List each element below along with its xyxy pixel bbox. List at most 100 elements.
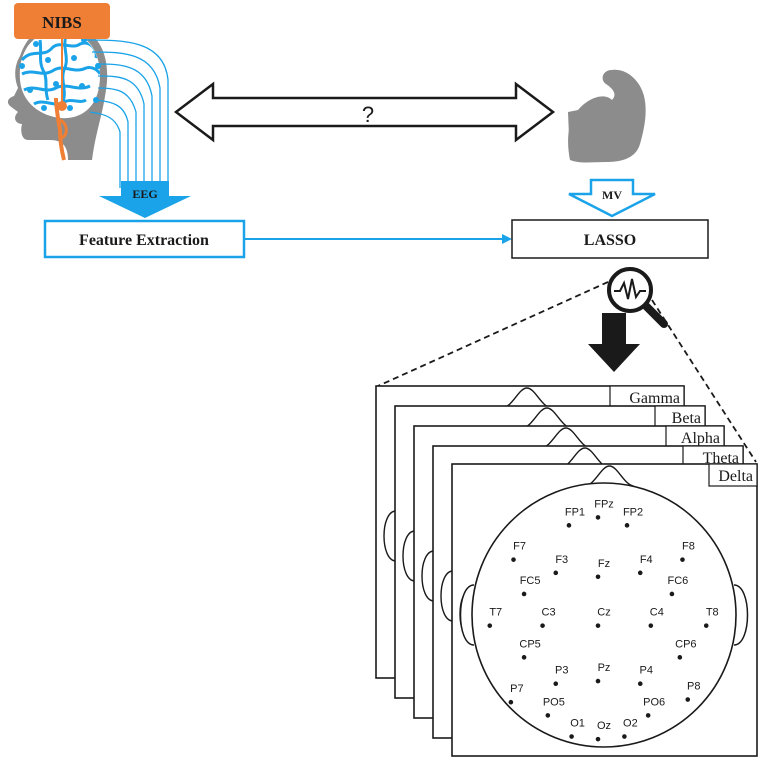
eeg-arrow: EEG	[99, 181, 191, 218]
ear-outline	[383, 510, 397, 562]
lasso-box: LASSO	[511, 219, 709, 259]
electrode: F4	[637, 554, 653, 576]
electrode: CP5	[519, 638, 541, 660]
electrode-label: FC5	[520, 575, 541, 587]
electrode-dot	[521, 591, 527, 597]
electrode: Oz	[595, 720, 611, 742]
electrode-dot	[521, 655, 527, 660]
electrode-dot	[545, 713, 551, 718]
electrode-label: F3	[555, 554, 568, 566]
band-label-tab	[708, 463, 758, 487]
electrode: P3	[553, 665, 568, 687]
nose-outline	[541, 427, 591, 449]
electrode: Cz	[595, 607, 611, 628]
ear-outline	[402, 530, 416, 582]
electrode-label: P4	[640, 665, 653, 677]
nose-outline	[522, 407, 572, 429]
muscle-icon	[568, 69, 646, 163]
electrode: CP6	[675, 638, 697, 660]
electrode-label: F4	[640, 554, 653, 566]
electrode-dot	[487, 623, 493, 628]
mv-label: MV	[602, 188, 622, 202]
electrode: PO5	[543, 696, 565, 718]
electrode-dot	[703, 623, 709, 628]
electrode: F7	[511, 541, 526, 562]
electrode: Fz	[595, 558, 610, 580]
nibs-label: NIBS	[42, 13, 82, 32]
electrode-label: FP1	[565, 506, 585, 518]
electrode: Pz	[595, 662, 611, 684]
down-arrow	[588, 313, 640, 372]
eeg-wires	[85, 39, 169, 188]
electrode-label: C3	[542, 607, 556, 619]
electrode-dot	[595, 678, 601, 684]
electrode-label: Pz	[598, 662, 611, 674]
nose-outline	[502, 387, 552, 409]
band-label: Beta	[672, 410, 701, 427]
electrode-label: CP6	[675, 638, 696, 650]
electrode-dot	[685, 697, 691, 702]
electrode-dot	[624, 523, 630, 528]
electrode: T7	[487, 607, 502, 628]
electrode-dot	[637, 681, 643, 687]
electrode: P4	[637, 665, 653, 687]
band-label: Alpha	[681, 430, 720, 447]
electrode-dot	[680, 557, 685, 562]
feature-to-lasso-arrow	[244, 234, 512, 244]
electrode-dot	[553, 570, 559, 576]
nose-outline	[560, 447, 610, 469]
electrode-label: FPz	[594, 498, 614, 510]
electrode-label: Cz	[597, 607, 610, 619]
electrode-dot	[669, 591, 675, 597]
band-label: Delta	[718, 468, 753, 485]
electrode-dot	[566, 523, 572, 528]
electrode-dot	[622, 734, 627, 739]
electrode: P8	[685, 681, 700, 702]
nibs-box: NIBS	[14, 3, 110, 111]
feature-extraction-label: Feature Extraction	[79, 232, 209, 249]
electrode-dot	[677, 655, 683, 660]
electrode-dot	[645, 713, 651, 718]
electrode: FP2	[623, 506, 643, 528]
electrode: F3	[553, 554, 568, 576]
electrode-label: T7	[489, 607, 502, 619]
mv-arrow: MV	[568, 178, 656, 218]
electrode-dot	[508, 699, 514, 705]
electrode: P7	[508, 683, 524, 705]
electrode: FC5	[520, 575, 541, 597]
electrode-dot	[595, 574, 601, 580]
electrode-label: Oz	[597, 720, 611, 732]
electrode-dot	[595, 736, 601, 742]
electrode-label: T8	[706, 607, 719, 619]
electrode-label: P7	[510, 683, 523, 695]
right-ear	[733, 584, 749, 646]
electrode-dot	[595, 515, 601, 520]
electrode: FC6	[668, 575, 688, 597]
electrode-label: PO5	[543, 696, 565, 708]
electrode: FPz	[594, 498, 614, 520]
lasso-label: LASSO	[584, 232, 636, 249]
electrode: C3	[540, 607, 556, 628]
electrode-label: O2	[623, 718, 638, 730]
electrode-label: C4	[650, 607, 664, 619]
electrode-label: FP2	[623, 506, 643, 518]
electrode: F8	[680, 541, 695, 562]
electrode-label: P8	[687, 681, 700, 693]
electrode-label: F7	[513, 541, 526, 553]
electrode: C4	[648, 607, 664, 628]
ear-outline	[440, 570, 454, 622]
electrode-dot	[553, 681, 559, 687]
electrode: FP1	[565, 506, 585, 528]
zoom-dashed-lines	[377, 281, 757, 463]
electrode-dot	[569, 734, 574, 739]
electrode: PO6	[643, 696, 665, 718]
magnifier-icon	[607, 267, 668, 328]
left-ear	[459, 584, 475, 646]
electrode-dot	[648, 623, 654, 628]
head-icon	[7, 23, 108, 161]
scalp-circle	[471, 482, 737, 748]
electrode-dot	[540, 623, 545, 628]
